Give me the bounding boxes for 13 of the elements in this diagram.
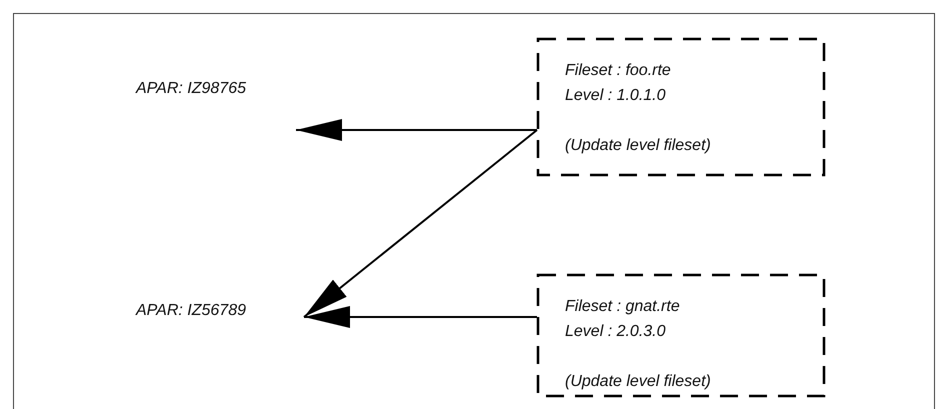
fileset-box	[537, 38, 825, 176]
fileset-text: Level : 1.0.1.0	[565, 86, 667, 106]
fileset-text: (Update level fileset)	[565, 372, 712, 392]
apar-label: APAR: IZ56789	[136, 301, 304, 323]
arrow	[303, 129, 538, 318]
apar-label: APAR: IZ98765	[136, 79, 296, 135]
fileset-text: Level : 2.0.3.0	[565, 322, 667, 342]
arrow	[296, 119, 537, 141]
fileset-text: Fileset : foo.rte	[565, 61, 672, 81]
fileset-text: (Update level fileset)	[565, 136, 712, 156]
fileset-box	[537, 274, 825, 397]
fileset-text: Fileset : gnat.rte	[565, 297, 681, 317]
arrow	[304, 306, 537, 328]
